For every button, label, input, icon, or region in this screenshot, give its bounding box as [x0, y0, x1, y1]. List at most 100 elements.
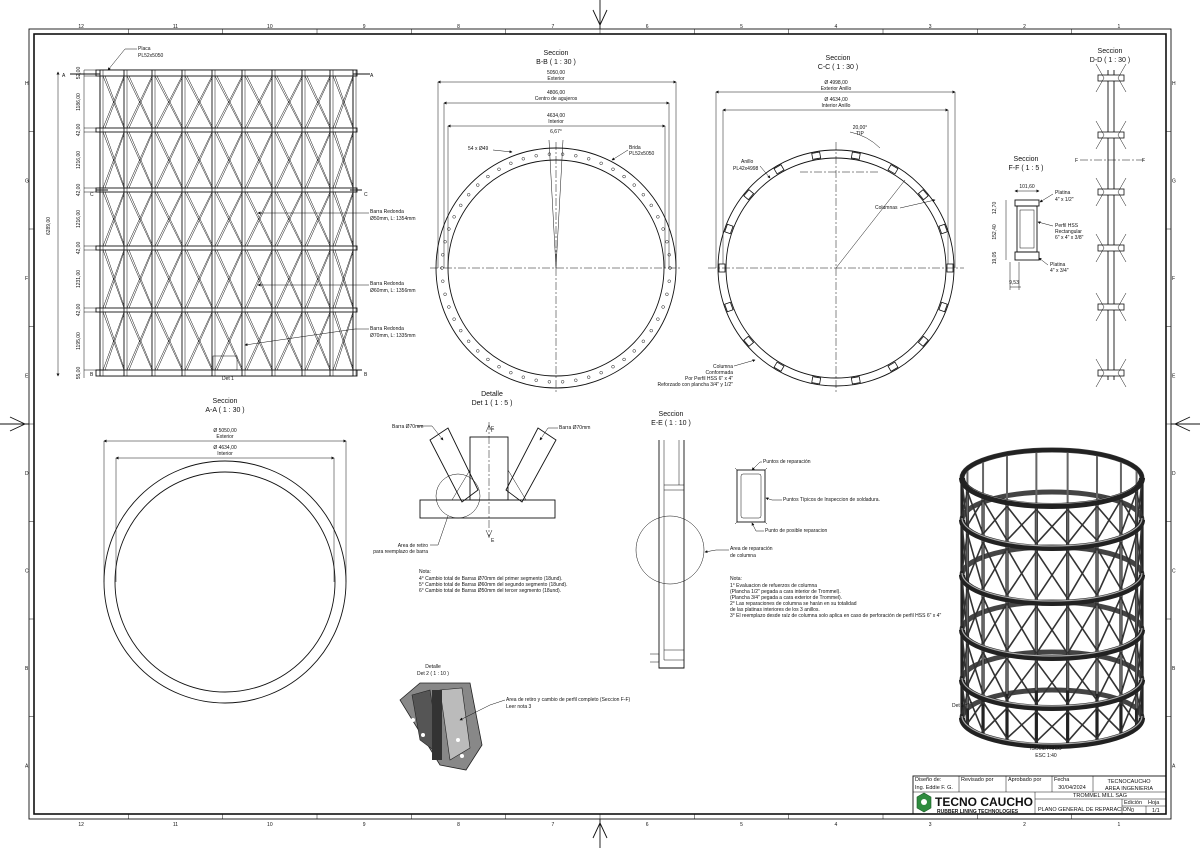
- aa-exterior-dim: Ø 5050,00: [213, 428, 237, 434]
- brace-bar: [156, 251, 183, 309]
- iso-brace: [1066, 551, 1098, 596]
- brace-bar: [304, 75, 331, 129]
- tb-edition-value: 0: [1131, 808, 1134, 814]
- bolt-hole: [467, 339, 471, 343]
- brace-bar: [104, 313, 125, 371]
- bb-holes-label: Centro de agujeros: [535, 96, 578, 102]
- column-marker-top: 3: [929, 24, 932, 30]
- bolt-hole: [667, 253, 671, 257]
- section-dd-title: Seccion: [1098, 48, 1123, 55]
- iso-brace: [961, 578, 969, 636]
- cc-exterior-label: Exterior Anillo: [821, 86, 852, 92]
- brace-bar: [184, 75, 213, 129]
- brace-bar: [246, 133, 273, 189]
- brace-bar: [334, 131, 354, 187]
- brace-bar: [334, 311, 354, 369]
- cc-col-note1: Columna: [713, 364, 733, 370]
- iso-brace: [1096, 505, 1122, 535]
- ee-note-title: Nota:: [730, 576, 742, 582]
- bolt-hole: [509, 161, 513, 165]
- dd-ring-plate: [1097, 303, 1125, 311]
- column-marker-bottom: 3: [929, 822, 932, 828]
- brace-bar: [104, 193, 125, 247]
- iso-det2-label: Det 2: [952, 703, 964, 709]
- iso-brace: [1135, 588, 1143, 627]
- bolt-hole: [452, 317, 456, 321]
- column-marker-bottom: 7: [551, 822, 554, 828]
- cut-c-left: C: [90, 192, 94, 198]
- bolt-hole: [599, 161, 603, 165]
- brace-bar: [216, 75, 243, 127]
- segment-dim: 42,00: [76, 304, 82, 317]
- det1-bar-right: [505, 427, 557, 503]
- brace-bar: [154, 191, 183, 247]
- section-ee-view: Seccion E-E ( 1 : 10 ) Area de reparació…: [635, 411, 941, 669]
- bar1-spec: Ø50mm, L: 1354mm: [370, 216, 416, 222]
- aa-outer-circle: [103, 460, 347, 704]
- cut-a-right: A: [370, 73, 374, 79]
- dd-ring-plate: [1097, 74, 1125, 82]
- segment-dim: 42,00: [76, 184, 82, 197]
- brace-bar: [274, 191, 303, 247]
- cut-b-left: B: [90, 372, 94, 378]
- iso-brace: [1135, 491, 1143, 517]
- iso-brace: [1006, 657, 1038, 705]
- brace-bar: [186, 311, 213, 369]
- brace-bar: [246, 251, 273, 309]
- ee-note-1: 1° Evaluacion de refuerzos de columna: [730, 583, 817, 589]
- column-marker-top: 1: [1117, 24, 1120, 30]
- bolt-hole: [452, 215, 456, 219]
- tb-edition-header: Edición: [1124, 800, 1142, 806]
- brace-bar: [306, 191, 331, 245]
- ff-top-plate: [1014, 199, 1040, 207]
- det1-area-label2: para reemplazo de barra: [373, 549, 428, 555]
- bolt-hole: [656, 215, 660, 219]
- det1-note-2: 5° Cambio total de Barras Ø60mm del segu…: [419, 582, 567, 588]
- brace-bar: [102, 249, 125, 309]
- column-section: [887, 361, 899, 372]
- brace-bar: [128, 193, 153, 247]
- iso-brace: [1135, 533, 1143, 572]
- bolt-hole: [632, 183, 636, 187]
- bolt-hole: [497, 167, 501, 171]
- brace-bar: [128, 311, 153, 369]
- iso-brace: [1066, 606, 1098, 651]
- column-section: [811, 376, 822, 385]
- brace-bar: [244, 311, 273, 371]
- column-section: [887, 164, 899, 175]
- column-marker-top: 9: [363, 24, 366, 30]
- placa-label: Placa: [138, 46, 151, 52]
- brace-bar: [246, 75, 273, 127]
- brace-bar: [126, 311, 153, 371]
- ee-area-label1: Area de reparación: [730, 546, 773, 552]
- iso-brace: [1120, 499, 1138, 526]
- det2-note2: Leer nota 3: [506, 704, 532, 710]
- dd-brace-stub: [1095, 292, 1127, 322]
- cut-b-right: B: [364, 372, 368, 378]
- bolt-hole: [641, 339, 645, 343]
- ff-platina2-label: Platina: [1050, 262, 1066, 268]
- brace-bar: [334, 313, 354, 371]
- cut-c-right: C: [364, 192, 368, 198]
- iso-brace: [1035, 661, 1069, 705]
- brace-bar: [216, 313, 243, 371]
- logo-main-text: TECNO CAUCHO: [935, 795, 1033, 809]
- right-center-mark-icon: [1171, 416, 1200, 432]
- section-cc-scale: C-C ( 1 : 30 ): [818, 64, 858, 71]
- detail-1-view: Detalle Det 1 ( 1 : 5 ) E E Barra Ø70mm …: [373, 391, 590, 594]
- brace-bar: [304, 249, 331, 309]
- iso-brace: [966, 643, 984, 695]
- iso-ring-back: [959, 489, 1145, 521]
- bolt-hole: [622, 174, 626, 179]
- brace-bar: [214, 75, 243, 129]
- iso-ring-front: [959, 717, 1145, 749]
- column-section: [850, 376, 861, 385]
- tb-project: TROMMEL MILL SAG: [1073, 793, 1127, 799]
- ff-h3-dim: 19,05: [992, 252, 998, 265]
- iso-brace: [1135, 693, 1143, 715]
- column-marker-bottom: 12: [78, 822, 84, 828]
- ff-platina1-spec: 4" x 1/2": [1055, 197, 1074, 203]
- detail1-scale: Det 1 ( 1 : 5 ): [472, 400, 513, 407]
- bolt-hole: [641, 193, 645, 197]
